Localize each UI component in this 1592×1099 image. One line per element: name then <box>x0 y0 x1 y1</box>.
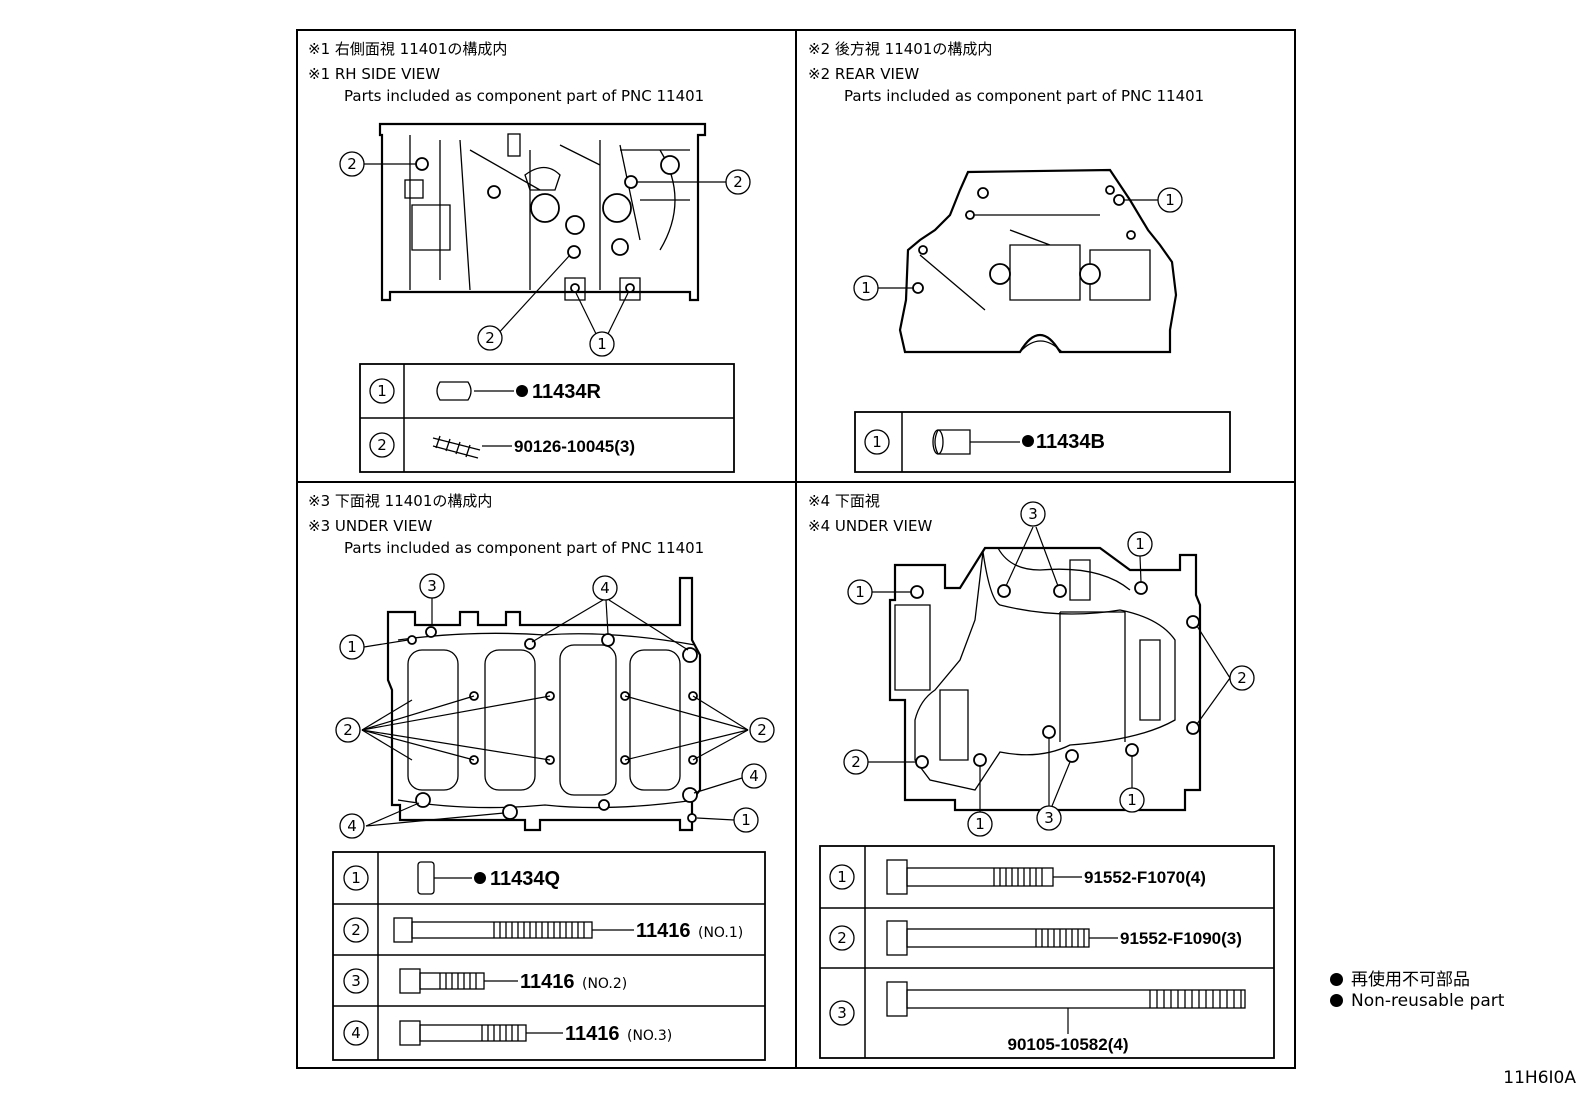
svg-text:1: 1 <box>351 869 361 887</box>
p3-row2-part: 11416 <box>636 920 691 942</box>
svg-text:2: 2 <box>1237 669 1247 687</box>
diagram-code: 11H6I0A <box>1503 1068 1576 1088</box>
svg-text:1: 1 <box>1127 791 1137 809</box>
p2-title-jp: ※2 後方視 11401の構成内 <box>808 40 992 58</box>
p1-title-en: ※1 RH SIDE VIEW <box>308 65 440 83</box>
p3-title-jp: ※3 下面視 11401の構成内 <box>308 492 492 510</box>
svg-text:2: 2 <box>733 173 743 191</box>
p3-note: Parts included as component part of PNC … <box>344 539 704 557</box>
svg-text:3: 3 <box>351 972 361 990</box>
p2-row1-part: 11434B <box>1036 431 1105 453</box>
svg-text:4: 4 <box>600 579 610 597</box>
p1-note: Parts included as component part of PNC … <box>344 87 704 105</box>
nonreusable-dot-icon <box>1330 994 1343 1007</box>
legend-jp: 再使用不可部品 <box>1330 965 1470 990</box>
svg-text:4: 4 <box>749 767 759 785</box>
svg-text:2: 2 <box>485 329 495 347</box>
svg-text:1: 1 <box>861 279 871 297</box>
panel-rear-view: ※2 後方視 11401の構成内 ※2 REAR VIEW Parts incl… <box>808 40 1231 473</box>
p4-parts-table: 1 2 3 91552-F1070(4) 91552-F1090(3) 9010… <box>819 845 1275 1059</box>
svg-text:2: 2 <box>851 753 861 771</box>
p2-note: Parts included as component part of PNC … <box>844 87 1204 105</box>
p1-title-jp: ※1 右側面視 11401の構成内 <box>308 40 507 58</box>
nonreusable-dot <box>1022 435 1034 447</box>
p4-block-drawing <box>888 546 1202 812</box>
svg-text:1: 1 <box>855 583 865 601</box>
panel-rh-side-view: ※1 右側面視 11401の構成内 ※1 RH SIDE VIEW Parts … <box>308 40 751 473</box>
svg-text:2: 2 <box>377 436 387 454</box>
p2-title-en: ※2 REAR VIEW <box>808 65 919 83</box>
p3-row3-part: 11416 <box>520 971 575 993</box>
svg-text:4: 4 <box>347 817 357 835</box>
p1-parts-table: 1 2 11434R 90126-10045(3) <box>359 363 735 473</box>
p2-callouts: 1 1 <box>853 187 1183 301</box>
p4-title-en: ※4 UNDER VIEW <box>808 517 932 535</box>
p1-row1-part: 11434R <box>532 381 602 403</box>
svg-text:1: 1 <box>837 868 847 886</box>
svg-text:3: 3 <box>427 577 437 595</box>
p3-row4-part: 11416 <box>565 1023 620 1045</box>
p3-callouts: 3 1 4 2 2 4 4 1 <box>335 573 775 839</box>
svg-text:2: 2 <box>837 929 847 947</box>
p3-row4-sub: (NO.3) <box>627 1028 672 1044</box>
p1-row2-part: 90126-10045(3) <box>514 437 635 456</box>
legend-en: Non-reusable part <box>1330 991 1504 1011</box>
nonreusable-dot-icon <box>1330 973 1343 986</box>
p4-title-jp: ※4 下面視 <box>808 492 880 510</box>
p1-block-drawing <box>378 122 707 302</box>
svg-text:2: 2 <box>757 721 767 739</box>
svg-text:3: 3 <box>837 1004 847 1022</box>
nonreusable-dot <box>516 385 528 397</box>
p4-row1-part: 91552-F1070(4) <box>1084 868 1206 887</box>
svg-text:1: 1 <box>597 335 607 353</box>
p3-block-drawing <box>386 576 702 832</box>
svg-text:1: 1 <box>377 382 387 400</box>
p4-row3-part: 90105-10582(4) <box>1008 1035 1129 1054</box>
p4-callouts: 3 1 1 2 2 1 3 1 <box>843 501 1255 837</box>
p1-callouts: 2 2 2 1 <box>339 151 751 357</box>
panel-under-view-4: ※4 下面視 ※4 UNDER VIEW <box>808 492 1275 1059</box>
svg-text:1: 1 <box>975 815 985 833</box>
nonreusable-dot <box>474 872 486 884</box>
svg-text:1: 1 <box>347 638 357 656</box>
p3-row2-sub: (NO.1) <box>698 925 743 941</box>
svg-text:3: 3 <box>1028 505 1038 523</box>
p2-parts-table: 1 11434B <box>854 411 1231 473</box>
p3-parts-table: 1 2 3 4 11434Q 11416 (NO.1) 11416 (NO.2) <box>332 851 766 1061</box>
svg-text:1: 1 <box>741 811 751 829</box>
svg-text:1: 1 <box>1165 191 1175 209</box>
p3-title-en: ※3 UNDER VIEW <box>308 517 432 535</box>
p3-row3-sub: (NO.2) <box>582 976 627 992</box>
svg-text:2: 2 <box>343 721 353 739</box>
svg-text:3: 3 <box>1044 809 1054 827</box>
svg-text:4: 4 <box>351 1024 361 1042</box>
svg-text:1: 1 <box>872 433 882 451</box>
p2-block-drawing <box>898 168 1178 354</box>
svg-text:2: 2 <box>351 921 361 939</box>
svg-text:1: 1 <box>1135 535 1145 553</box>
p3-row1-part: 11434Q <box>490 868 560 890</box>
panel-under-view-3: ※3 下面視 11401の構成内 ※3 UNDER VIEW Parts inc… <box>308 492 775 1061</box>
p4-row2-part: 91552-F1090(3) <box>1120 929 1242 948</box>
svg-text:2: 2 <box>347 155 357 173</box>
